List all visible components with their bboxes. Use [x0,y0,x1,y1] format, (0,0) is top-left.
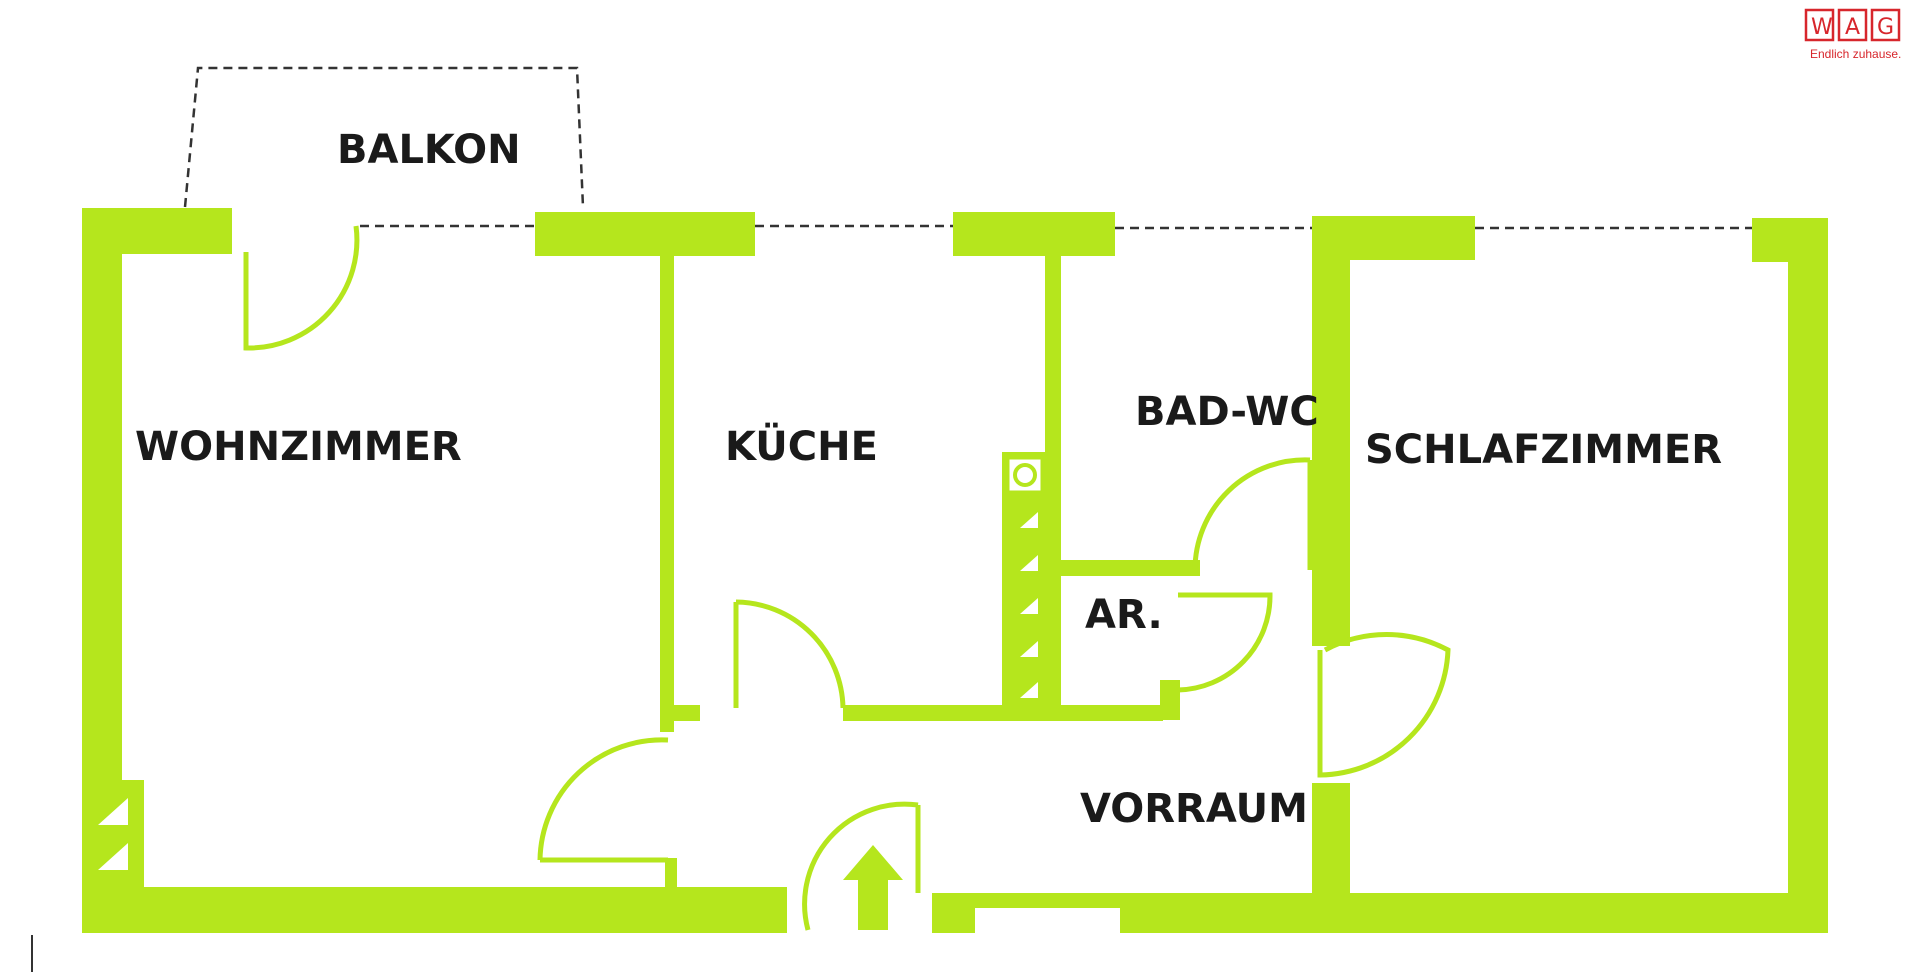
wall-top-left [82,208,232,254]
facade-dashed-lines [360,224,1752,230]
label-abstellraum: AR. [1085,592,1163,638]
radiator-wohnzimmer [82,780,144,890]
wall-wohn-kueche [660,254,674,712]
counter-mark-3 [1020,598,1038,614]
label-kueche: KÜCHE [725,422,878,470]
counter-mark-5 [1020,682,1038,698]
logo-letter-w: W [1811,15,1833,40]
logo-box-2 [1837,8,1868,42]
wall-wohn-vorraum-stub [665,858,677,890]
wall-top-pier-2 [953,212,1115,256]
balcony-dashed-border [183,66,585,208]
wall-bottom-right-thick [1120,908,1828,933]
wall-ar-bottom-right [1160,680,1180,720]
walls [82,208,1828,933]
wall-schlaf-vorraum [1312,783,1350,893]
door-wohnzimmer-swing [537,737,669,863]
wall-top-pier-1 [535,212,755,256]
door-ar-swing [1177,592,1273,693]
balcony-door-opening [232,208,360,254]
wall-kueche-bottom [843,705,1163,721]
entrance-arrow-icon [843,845,903,930]
kitchen-counter [1002,452,1047,710]
counter-mark-2 [1020,555,1038,571]
balcony-outline [183,66,585,208]
label-wohnzimmer: WOHNZIMMER [135,424,462,470]
openings [98,208,1120,933]
wag-logo: W A G Endlich zuhause. [1804,8,1901,61]
wall-bottom-left [82,887,787,933]
wall-bad-schlaf-inner [1310,460,1320,570]
door-bad-swing [1192,457,1313,571]
label-schlafzimmer: SCHLAFZIMMER [1365,427,1722,473]
wall-right-outer [1788,218,1828,933]
wall-kueche-bad [1045,254,1061,714]
counter-mark-1 [1020,512,1038,528]
radiator-mark-1 [98,798,128,825]
wall-bad-schlaf [1312,216,1350,646]
door-entrance-swing [802,801,921,931]
label-balkon: BALKON [337,127,521,173]
logo-letter-g: G [1877,15,1894,40]
door-schlafzimmer-swing [1317,632,1451,778]
wall-kueche-bottom-left [660,705,700,721]
wall-entrance-right [930,893,975,933]
logo-tagline: Endlich zuhause. [1810,47,1901,61]
counter-mark-4 [1020,641,1038,657]
door-balcony-swing [243,225,360,351]
door-swings [243,225,1451,931]
radiator-mark-2 [98,843,128,870]
label-vorraum: VORRAUM [1080,786,1308,832]
room-labels: BALKON WOHNZIMMER KÜCHE BAD-WC SCHLAFZIM… [135,127,1722,832]
bottom-wall-gap [975,908,1120,933]
logo-box-3 [1870,8,1901,42]
logo-box-1 [1804,8,1835,42]
label-bad-wc: BAD-WC [1135,389,1319,435]
door-kitchen-swing [733,599,846,709]
stove-icon [1006,456,1044,494]
logo-letter-a: A [1845,15,1860,40]
wall-ar-top [1055,560,1200,576]
